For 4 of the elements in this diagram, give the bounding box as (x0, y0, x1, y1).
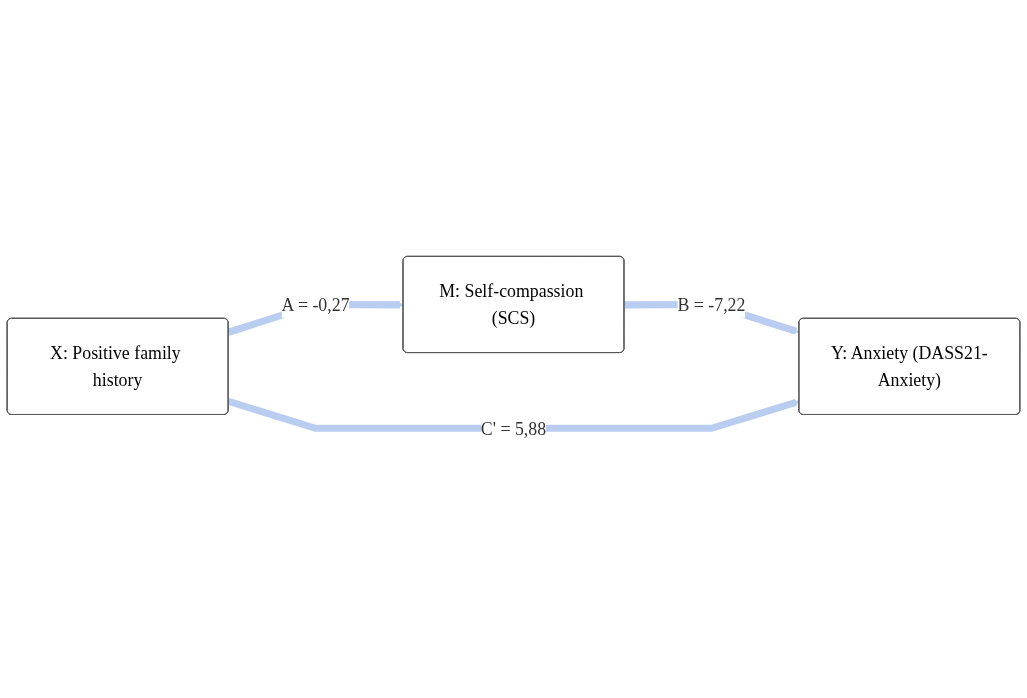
edge-label: C' = 5,88 (480, 418, 547, 439)
arrow (227, 398, 800, 432)
edge-label: B = -7,22 (677, 294, 746, 315)
edge-label: A = -0,27 (281, 294, 350, 315)
